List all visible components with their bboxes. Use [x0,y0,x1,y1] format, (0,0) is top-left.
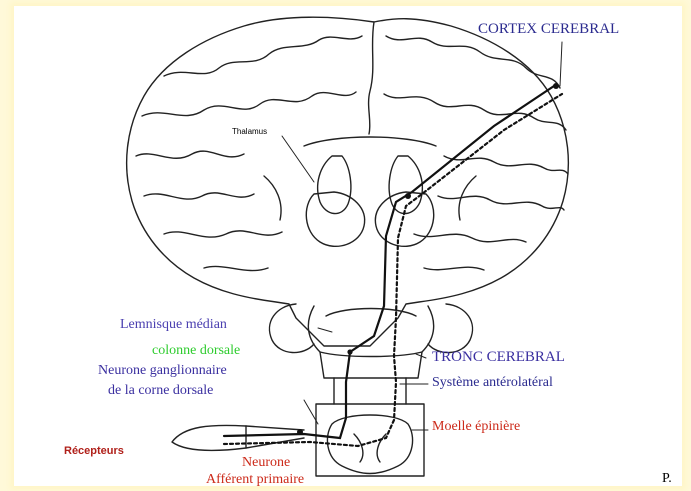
label-cortex-cerebral: CORTEX CEREBRAL [478,22,619,37]
thalamus-left [306,192,364,246]
cerebellum-left [269,304,314,353]
label-corner-fragment: P. [662,472,672,486]
label-colonne-dorsale: colonne dorsale [152,344,240,358]
label-lemnisque-median: Lemnisque médian [120,318,227,332]
brainstem [308,306,433,378]
label-neurone: Neurone [242,456,290,470]
thalamus-right [375,192,433,246]
ganglion-cell [297,429,303,435]
cortical-cell [553,83,559,89]
corpus-callosum [304,137,436,146]
label-thalamus: Thalamus [232,128,267,136]
label-recepteurs: Récepteurs [64,446,124,457]
gyri-right [386,36,560,88]
cerebellum-right [428,304,473,353]
label-afferent-primaire: Afférent primaire [206,473,304,487]
label-corne-dorsale: de la corne dorsale [108,384,213,398]
longitudinal-fissure [369,22,374,134]
label-neurone-ganglionnaire: Neurone ganglionnaire [98,364,227,378]
dorsal-horn-cell [347,349,352,354]
receptor-finger [172,425,304,450]
thalamic-relay-cell [405,193,411,199]
label-systeme-anterolateral: Système antérolatéral [432,376,553,390]
diagram-canvas: CORTEX CEREBRAL Thalamus Lemnisque média… [14,6,682,486]
brain-outline [127,17,569,346]
gyri-left [164,36,362,76]
anterolateral-pathway [224,94,562,446]
label-tronc-cerebral: TRONC CEREBRAL [432,350,565,365]
brain-pathway-illustration [14,6,682,486]
ventricle-left [318,156,351,214]
label-moelle-epiniere: Moelle épinière [432,420,520,434]
